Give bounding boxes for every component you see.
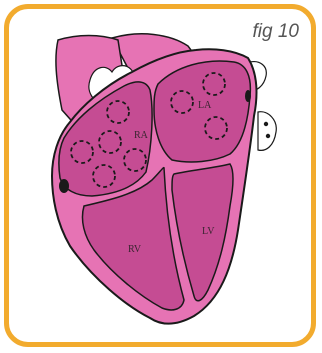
ra-label: RA	[134, 130, 149, 141]
lv-label: LV	[202, 226, 215, 237]
left-atrium	[154, 61, 250, 162]
coronary-vessel-stub	[258, 112, 276, 151]
atrial-marker	[245, 90, 251, 102]
sinus-node-marker	[59, 179, 69, 193]
vessel-lumen	[266, 134, 270, 138]
la-label: LA	[198, 100, 212, 111]
rv-label: RV	[128, 244, 142, 255]
vessel-lumen	[264, 122, 268, 126]
